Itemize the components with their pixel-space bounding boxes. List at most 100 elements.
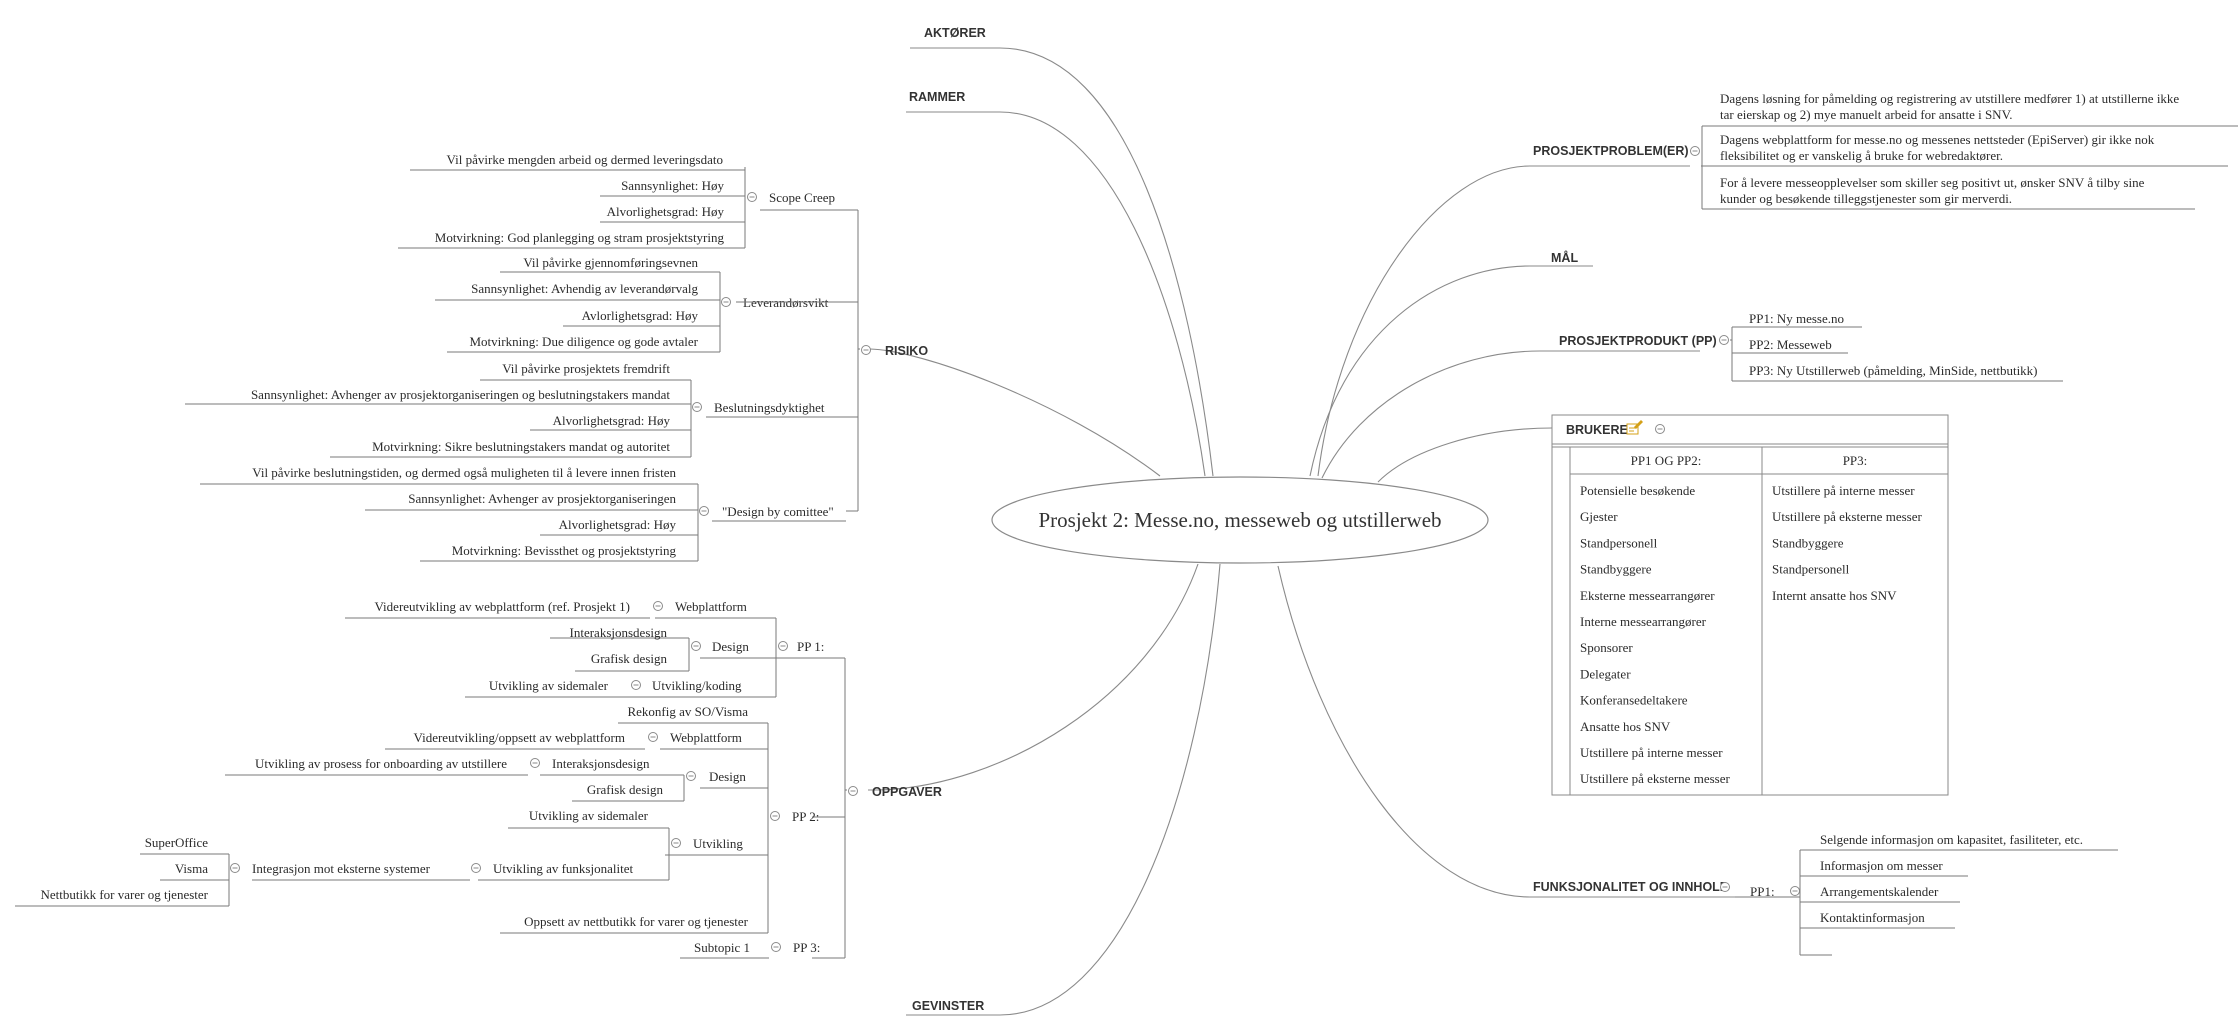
pp1-design[interactable]: Design bbox=[712, 639, 749, 654]
pp2-rekonfig: Rekonfig av SO/Visma bbox=[627, 704, 748, 719]
product-item: PP3: Ny Utstillerweb (påmelding, MinSide… bbox=[1749, 363, 2038, 378]
integration-item: Nettbutikk for varer og tjenester bbox=[41, 887, 209, 902]
central-topic[interactable]: Prosjekt 2: Messe.no, messeweb og utstil… bbox=[991, 476, 1489, 564]
pp3-label[interactable]: PP 3: bbox=[793, 940, 820, 955]
collapse-toggle-icon[interactable] bbox=[778, 641, 788, 651]
prosjektproblem-branch: PROSJEKTPROBLEM(ER) Dagens løsning for p… bbox=[1533, 91, 2238, 210]
collapse-toggle-icon[interactable] bbox=[692, 402, 702, 412]
pp1-webplattform-item: Videreutvikling av webplattform (ref. Pr… bbox=[374, 599, 630, 614]
topic-oppgaver[interactable]: OPPGAVER bbox=[872, 785, 942, 799]
collapse-toggle-icon[interactable] bbox=[1655, 424, 1665, 434]
collapse-toggle-icon[interactable] bbox=[1719, 335, 1729, 345]
collapse-toggle-icon[interactable] bbox=[848, 786, 858, 796]
oppgaver-branch: OPPGAVER PP 1: Webplattform Videreutvikl… bbox=[15, 599, 942, 959]
collapse-toggle-icon[interactable] bbox=[653, 601, 663, 611]
brukere-col2-header: PP3: bbox=[1843, 453, 1868, 468]
pp3-subtopic: Subtopic 1 bbox=[694, 940, 750, 955]
funksjonalitet-branch: FUNKSJONALITET OG INNHOLD PP1: Selgende … bbox=[1533, 832, 2118, 956]
problem-item: Dagens løsning for påmelding og registre… bbox=[1720, 91, 2179, 106]
func-pp1[interactable]: PP1: bbox=[1750, 884, 1775, 899]
pp2-webplattform[interactable]: Webplattform bbox=[670, 730, 742, 745]
collapse-toggle-icon[interactable] bbox=[771, 942, 781, 952]
pp1-webplattform[interactable]: Webplattform bbox=[675, 599, 747, 614]
collapse-toggle-icon[interactable] bbox=[770, 811, 780, 821]
topic-risiko[interactable]: RISIKO bbox=[885, 344, 928, 358]
risk-item: Sannsynlighet: Avhenger av prosjektorgan… bbox=[408, 491, 676, 506]
risk-item: Sannsynlighet: Avhendig av leverandørval… bbox=[471, 281, 698, 296]
brukere-item: Utstillere på interne messer bbox=[1772, 483, 1915, 498]
topic-gevinster[interactable]: GEVINSTER bbox=[912, 999, 984, 1013]
brukere-item: Interne messearrangører bbox=[1580, 614, 1707, 629]
collapse-toggle-icon[interactable] bbox=[1790, 886, 1800, 896]
integration-item: Visma bbox=[175, 861, 208, 876]
collapse-toggle-icon[interactable] bbox=[691, 641, 701, 651]
problem-item: Dagens webplattform for messe.no og mess… bbox=[1720, 132, 2155, 147]
risk-scope-creep[interactable]: Scope Creep bbox=[769, 190, 835, 205]
collapse-toggle-icon[interactable] bbox=[631, 680, 641, 690]
risk-item: Alvorlighetsgrad: Høy bbox=[553, 413, 671, 428]
func-item: Selgende informasjon om kapasitet, fasil… bbox=[1820, 832, 2083, 847]
brukere-item: Ansatte hos SNV bbox=[1580, 719, 1671, 734]
topic-brukere[interactable]: BRUKERE bbox=[1566, 423, 1628, 437]
collapse-toggle-icon[interactable] bbox=[1720, 882, 1730, 892]
risk-design-by-committee[interactable]: "Design by comittee" bbox=[722, 504, 834, 519]
func-item: Kontaktinformasjon bbox=[1820, 910, 1925, 925]
risk-item: Alvorlighetsgrad: Høy bbox=[559, 517, 677, 532]
prosjektprodukt-branch: PROSJEKTPRODUKT (PP) PP1: Ny messe.no PP… bbox=[1559, 311, 2063, 382]
collapse-toggle-icon[interactable] bbox=[1690, 146, 1700, 156]
brukere-item: Delegater bbox=[1580, 666, 1631, 681]
problem-item: kunder og besøkende tilleggstjenester so… bbox=[1720, 191, 2012, 206]
pp2-label[interactable]: PP 2: bbox=[792, 809, 819, 824]
pp2-utvikling[interactable]: Utvikling bbox=[693, 836, 743, 851]
risk-beslutningsdyktighet[interactable]: Beslutningsdyktighet bbox=[714, 400, 825, 415]
pp2-grafisk-design: Grafisk design bbox=[587, 782, 664, 797]
pp2-interaksjonsdesign[interactable]: Interaksjonsdesign bbox=[552, 756, 650, 771]
brukere-item: Gjester bbox=[1580, 509, 1618, 524]
risk-item: Vil påvirke gjennomføringsevnen bbox=[523, 255, 698, 270]
topic-aktorer[interactable]: AKTØRER bbox=[924, 26, 986, 40]
collapse-toggle-icon[interactable] bbox=[471, 863, 481, 873]
risk-item: Vil påvirke beslutningstiden, og dermed … bbox=[252, 465, 676, 480]
risk-item: Vil påvirke mengden arbeid og dermed lev… bbox=[447, 152, 723, 167]
pp1-design-item: Interaksjonsdesign bbox=[570, 625, 668, 640]
pp1-label[interactable]: PP 1: bbox=[797, 639, 824, 654]
collapse-toggle-icon[interactable] bbox=[721, 297, 731, 307]
brukere-item: Utstillere på eksterne messer bbox=[1772, 509, 1922, 524]
topic-rammer[interactable]: RAMMER bbox=[909, 90, 965, 104]
pp2-sidemaler: Utvikling av sidemaler bbox=[529, 808, 649, 823]
pp2-funksjonalitet[interactable]: Utvikling av funksjonalitet bbox=[493, 861, 633, 876]
problem-item: fleksibilitet og er vanskelig å bruke fo… bbox=[1720, 148, 2003, 163]
pp2-design[interactable]: Design bbox=[709, 769, 746, 784]
brukere-item: Standbyggere bbox=[1580, 562, 1652, 577]
topic-prosjektprodukt[interactable]: PROSJEKTPRODUKT (PP) bbox=[1559, 334, 1717, 348]
risk-item: Motvirkning: God planlegging og stram pr… bbox=[435, 230, 725, 245]
risk-item: Vil påvirke prosjektets fremdrift bbox=[502, 361, 670, 376]
pp1-utvikling-item: Utvikling av sidemaler bbox=[489, 678, 609, 693]
risk-item: Sannsynlighet: Høy bbox=[621, 178, 724, 193]
collapse-toggle-icon[interactable] bbox=[861, 345, 871, 355]
brukere-table: BRUKERE PP1 OG PP2: PP3: Potensielle bes… bbox=[1551, 414, 1949, 796]
topic-funksjonalitet[interactable]: FUNKSJONALITET OG INNHOLD bbox=[1533, 880, 1729, 894]
collapse-toggle-icon[interactable] bbox=[530, 758, 540, 768]
note-icon[interactable] bbox=[1626, 420, 1643, 435]
brukere-item: Standpersonell bbox=[1772, 562, 1850, 577]
collapse-toggle-icon[interactable] bbox=[747, 192, 757, 202]
topic-mal[interactable]: MÅL bbox=[1551, 250, 1578, 265]
collapse-toggle-icon[interactable] bbox=[648, 732, 658, 742]
collapse-toggle-icon[interactable] bbox=[686, 771, 696, 781]
pp2-nettbutikk: Oppsett av nettbutikk for varer og tjene… bbox=[524, 914, 748, 929]
collapse-toggle-icon[interactable] bbox=[699, 506, 709, 516]
pp2-webplattform-item: Videreutvikling/oppsett av webplattform bbox=[413, 730, 625, 745]
collapse-toggle-icon[interactable] bbox=[230, 863, 240, 873]
topic-prosjektproblem[interactable]: PROSJEKTPROBLEM(ER) bbox=[1533, 144, 1689, 158]
pp1-utvikling[interactable]: Utvikling/koding bbox=[652, 678, 742, 693]
pp2-integrasjon[interactable]: Integrasjon mot eksterne systemer bbox=[252, 861, 431, 876]
brukere-item: Sponsorer bbox=[1580, 640, 1633, 655]
collapse-toggle-icon[interactable] bbox=[671, 838, 681, 848]
brukere-item: Konferansedeltakere bbox=[1580, 693, 1688, 708]
risiko-branch: RISIKO Scope Creep Vil påvirke mengden a… bbox=[185, 152, 928, 562]
brukere-item: Standbyggere bbox=[1772, 535, 1844, 550]
integration-item: SuperOffice bbox=[145, 835, 209, 850]
